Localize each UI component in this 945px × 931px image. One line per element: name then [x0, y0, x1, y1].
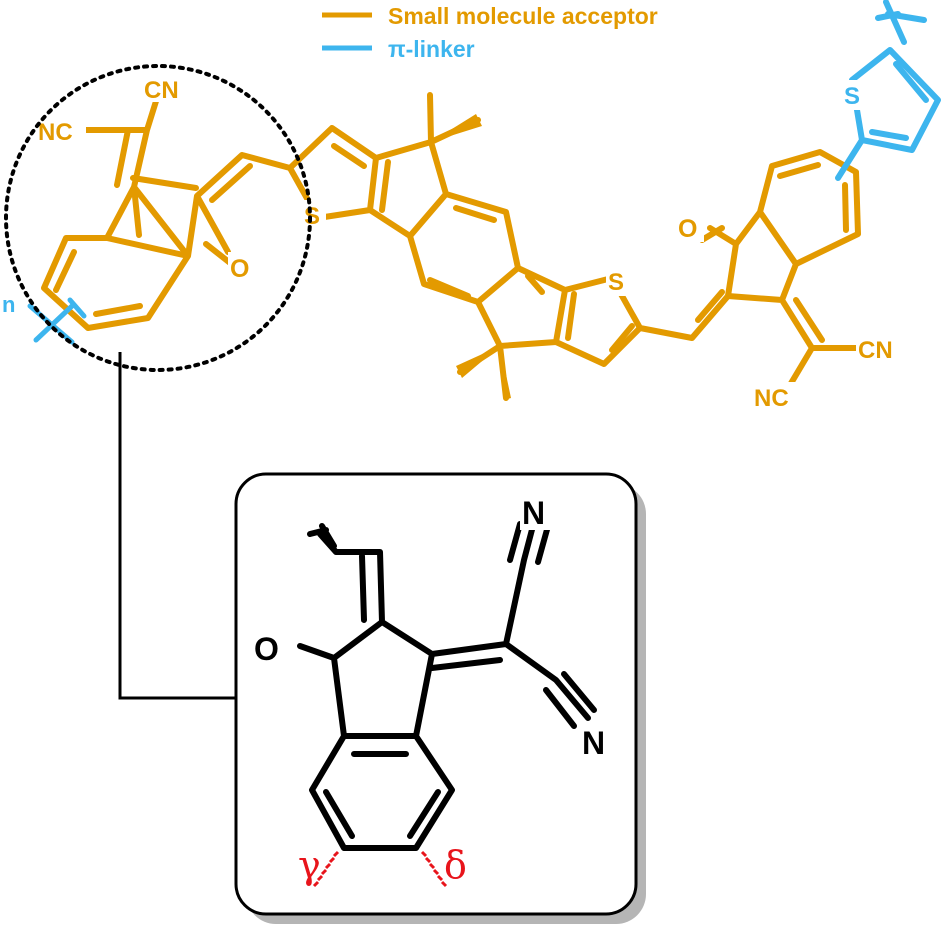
left-end-group-double-bonds [53, 127, 253, 317]
legend-label-linker: π-linker [388, 36, 475, 62]
position-delta: δ [444, 843, 467, 887]
label-bg [856, 334, 906, 364]
legend: Small molecule acceptor π-linker [322, 3, 658, 62]
inset-double-bonds [323, 521, 597, 839]
inset-bonds [297, 519, 591, 851]
methyl-wedge-bottom [500, 346, 511, 400]
label-bg [676, 212, 704, 242]
delta-dashed-bond [420, 850, 448, 888]
pi-linker-thiophene [835, 0, 941, 181]
label-bg [302, 200, 326, 230]
inset-atom-n-top: N [522, 495, 545, 531]
label-bg [142, 72, 190, 102]
atom-o-left: O [230, 255, 249, 283]
label-bg [520, 494, 554, 530]
methyl-wedge-bottom-left [456, 346, 500, 378]
callout-connector [118, 352, 236, 700]
linker-atom-labels: S [842, 80, 866, 110]
gamma-dashed-bond [312, 850, 340, 888]
thiophene-double-bonds [869, 61, 929, 141]
atom-o-right: O [678, 215, 697, 243]
atom-s-linker: S [844, 83, 860, 110]
inset-atom-n-bottom: N [582, 725, 605, 761]
atom-nc-left: NC [38, 119, 73, 146]
idt-core-bonds [287, 92, 731, 401]
atom-s-right: S [608, 269, 624, 296]
polymer-atom-labels: CN NC O S S O CN NC [36, 72, 906, 412]
label-bg [752, 382, 802, 412]
inset-box [234, 472, 638, 916]
atom-cn-right: CN [858, 337, 893, 364]
position-gamma: γ [298, 843, 321, 887]
inset-molecule [297, 519, 597, 851]
atom-cn-top: CN [144, 77, 179, 104]
left-end-group-bonds [41, 95, 293, 331]
legend-label-acceptor: Small molecule acceptor [388, 3, 658, 29]
methyl-wedge-top [431, 114, 482, 142]
repeat-unit-n: n [2, 292, 15, 317]
inset-panel: N O N γ δ [234, 472, 646, 924]
polymer-acceptor-unit [41, 92, 861, 401]
label-bg [252, 628, 286, 666]
label-bg [228, 252, 256, 282]
idt-core-double-bonds [331, 143, 725, 353]
right-end-group-double-bonds [699, 162, 849, 343]
label-bg [606, 266, 630, 296]
right-end-group-bonds [707, 149, 861, 388]
inset-atom-o: O [254, 631, 279, 667]
label-bg [842, 80, 866, 110]
highlight-circle [4, 64, 312, 372]
atom-s-left: S [304, 203, 320, 230]
inset-highlight-bonds [312, 850, 448, 888]
label-bg [580, 722, 614, 758]
label-bg [36, 116, 86, 146]
atom-nc-bottom: NC [754, 385, 789, 412]
